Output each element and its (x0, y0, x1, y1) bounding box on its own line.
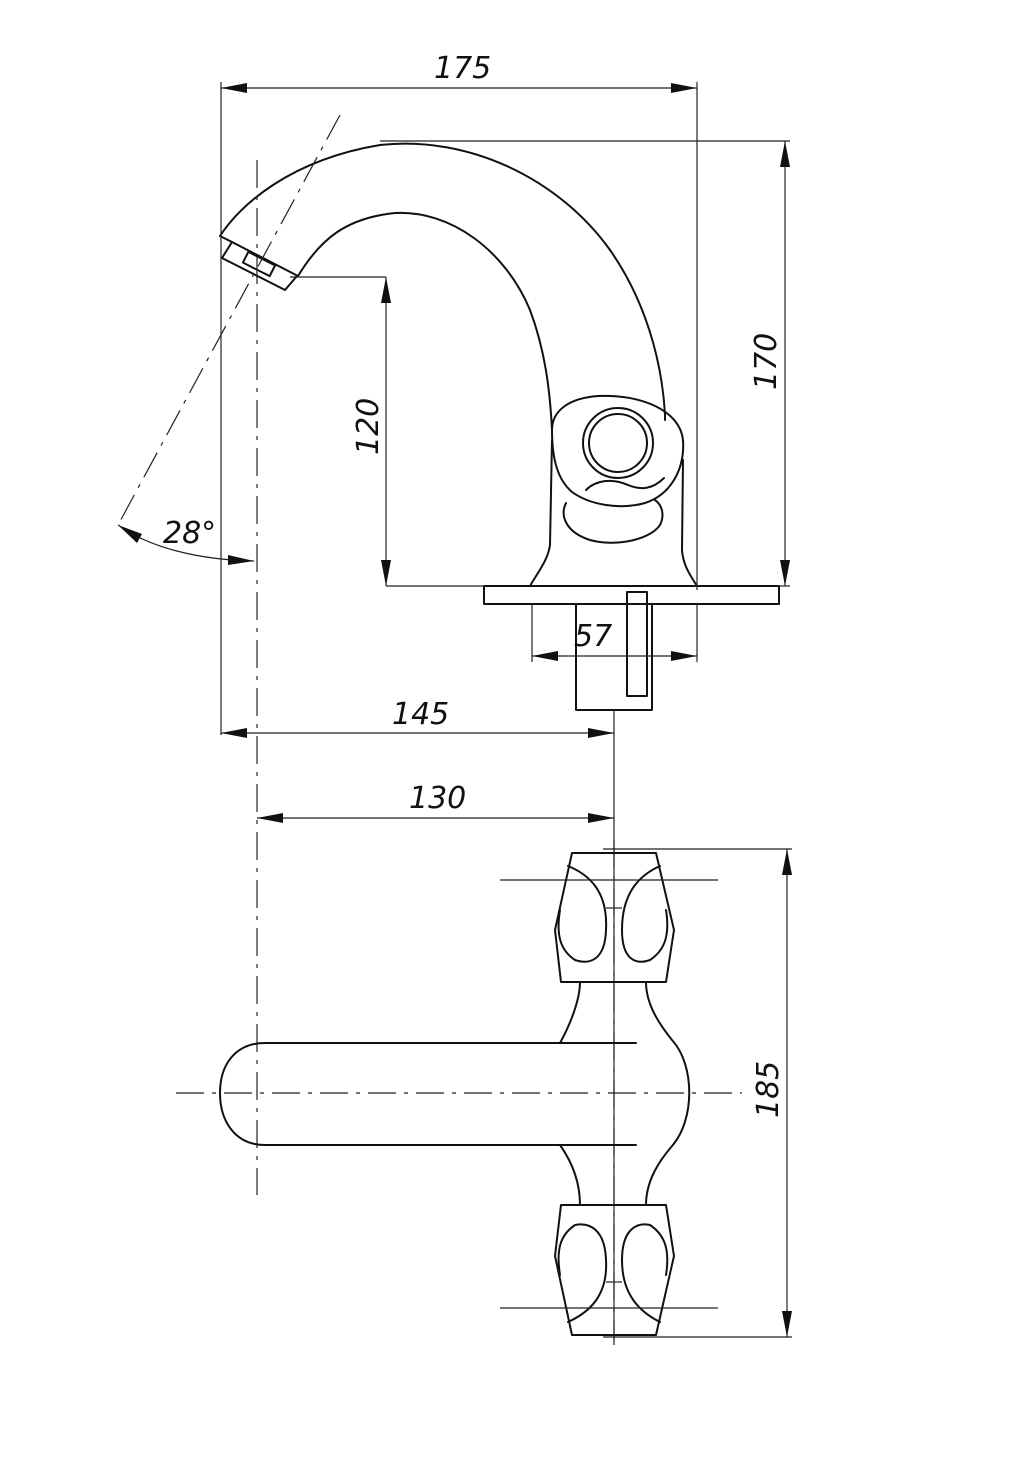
side-body-neck (529, 439, 698, 587)
spout-body (219, 142, 666, 431)
dim-120-label: 120 (351, 398, 386, 455)
base-plate (483, 585, 780, 605)
top-handle-lower (554, 1204, 675, 1336)
spout-tilt-axis (117, 114, 341, 526)
top-body (559, 981, 691, 1206)
side-handle-ring-inner (588, 413, 648, 473)
side-handle-swirl (585, 477, 665, 491)
dim-170-label: 170 (749, 333, 784, 390)
side-handle-collar (562, 499, 664, 544)
dim-170: 170 (749, 141, 790, 586)
dim-145-label: 145 (392, 697, 449, 732)
top-spout (219, 1042, 561, 1146)
dim-175: 175 (221, 51, 697, 93)
top-handle-lower-lobe-right (621, 1223, 669, 1323)
dim-120: 120 (351, 277, 391, 586)
top-handle-lower-lobe-left (557, 1223, 608, 1323)
dim-185: 185 (751, 849, 792, 1337)
side-view: 175 170 120 57 145 (117, 51, 790, 1340)
spout-outlet (219, 235, 299, 291)
dim-130-label: 130 (409, 781, 466, 816)
dim-28-deg: 28° (117, 516, 255, 565)
threaded-rod (626, 591, 648, 697)
dim-130: 130 (257, 781, 614, 823)
dim-57: 57 (532, 619, 697, 661)
side-handle-ring-outer (582, 407, 654, 479)
top-view: 185 130 (176, 781, 792, 1345)
top-handle-upper-lobe-right (621, 865, 669, 963)
top-handle-upper (554, 852, 675, 983)
side-handle-head (551, 394, 685, 508)
dim-185-label: 185 (751, 1061, 786, 1118)
dim-175-label: 175 (434, 51, 491, 86)
dim-57-label: 57 (574, 619, 612, 654)
dim-145: 145 (221, 697, 614, 738)
dim-28-label: 28° (163, 516, 216, 551)
top-handle-upper-lobe-left (557, 865, 608, 963)
